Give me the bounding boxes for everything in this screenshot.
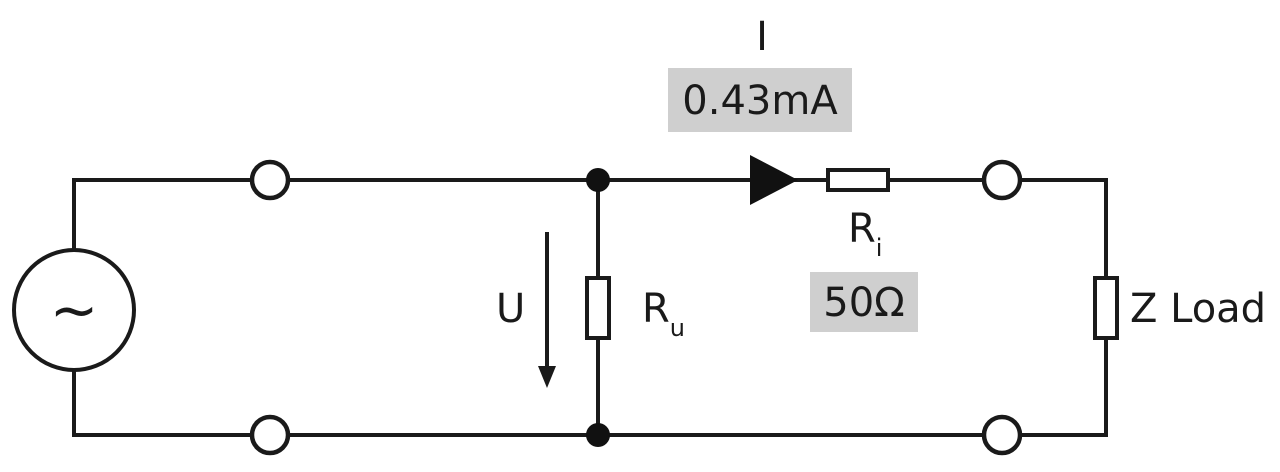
- current-arrow-icon: [750, 155, 798, 205]
- wires: [72, 178, 1108, 437]
- terminal-top-right: [981, 159, 1023, 201]
- ac-source-circle: [12, 248, 136, 372]
- resistor-ri-value-box: [810, 272, 918, 332]
- junction-node-bottom: [586, 423, 610, 447]
- resistor-ri: [826, 168, 890, 192]
- resistor-ri-subscript: i: [876, 234, 883, 262]
- ac-source: ~: [12, 248, 136, 372]
- resistor-ri-symbol: R: [848, 206, 876, 252]
- ac-source-glyph: ~: [50, 276, 99, 344]
- terminal-bottom-right: [981, 414, 1023, 456]
- resistor-ri-label: Ri: [848, 206, 882, 262]
- junction-node-top: [586, 168, 610, 192]
- current-value-box: [668, 68, 852, 132]
- resistor-ru-symbol: R: [642, 286, 670, 332]
- resistor-ru: [585, 276, 611, 340]
- resistor-ru-label: Ru: [642, 286, 685, 342]
- voltage-arrow-icon: [538, 232, 556, 388]
- current-value: 0.43mA: [682, 78, 838, 124]
- terminal-bottom-left: [249, 414, 291, 456]
- load-label: Z Load: [1130, 286, 1266, 332]
- current-symbol: I: [756, 14, 768, 60]
- resistor-ru-subscript: u: [670, 314, 685, 342]
- load-impedance: [1093, 276, 1119, 340]
- terminal-top-left: [249, 159, 291, 201]
- voltage-symbol: U: [496, 286, 525, 332]
- resistor-ri-value: 50Ω: [823, 280, 904, 326]
